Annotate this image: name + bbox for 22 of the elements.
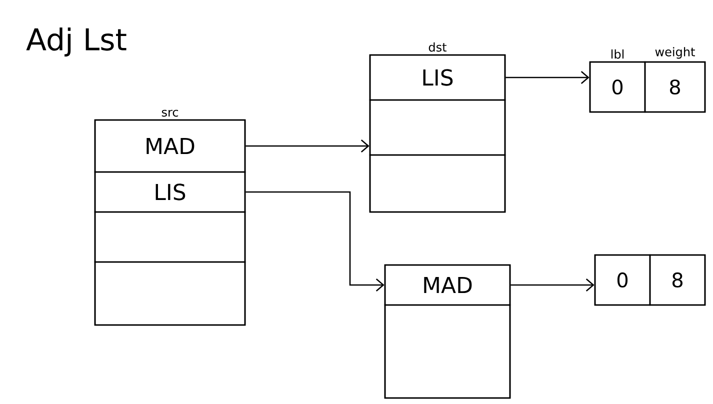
node-label: lbl xyxy=(611,49,624,59)
table-row xyxy=(384,304,511,399)
table-cell: 8 weight xyxy=(644,47,706,113)
node-label: src xyxy=(162,110,178,117)
arrow xyxy=(246,140,370,152)
table-row: MAD xyxy=(384,264,511,306)
table-row: MAD xyxy=(94,119,246,173)
table-cell: 0 xyxy=(594,254,651,306)
table-row: LIS xyxy=(369,54,506,101)
table-row xyxy=(369,154,506,213)
node-label: weight xyxy=(655,47,695,59)
title: Adj Lst xyxy=(26,27,126,57)
arrow xyxy=(246,191,384,292)
table-row xyxy=(94,261,246,326)
table-row xyxy=(369,99,506,156)
table-row xyxy=(94,211,246,263)
table-row: LIS xyxy=(94,171,246,213)
table-cell: 8 xyxy=(649,254,706,306)
arrow xyxy=(510,278,594,292)
node-label: dst xyxy=(428,42,447,52)
table-cell: 0 lbl xyxy=(589,49,646,113)
arrow xyxy=(506,71,590,84)
